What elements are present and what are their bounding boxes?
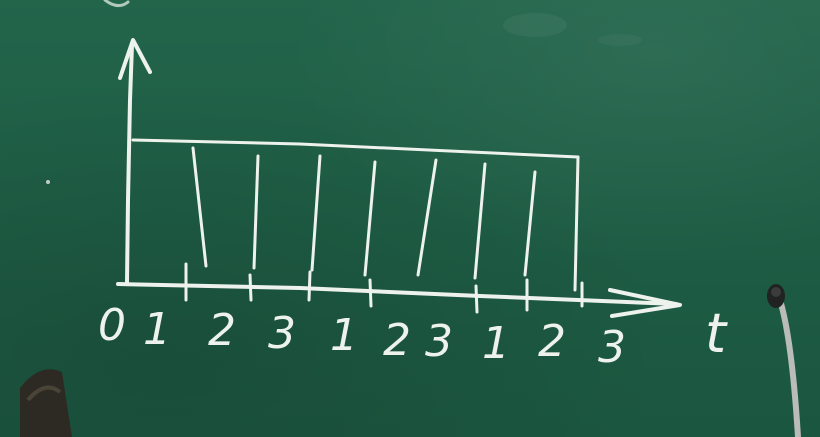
tick-label: 2 xyxy=(208,305,236,356)
microphone xyxy=(767,284,801,437)
partial-chalk-mark xyxy=(103,0,130,7)
horizontal-axis-arrowhead xyxy=(608,288,682,318)
eraser-smudge xyxy=(503,13,567,37)
top-boundary-line xyxy=(131,138,580,159)
tick-label: 1 xyxy=(482,318,510,369)
tick-label: 3 xyxy=(268,308,296,359)
chalk-dot xyxy=(46,180,50,184)
horizontal-axis xyxy=(116,282,678,306)
tick-label: 1 xyxy=(143,304,171,355)
vertical-axis-arrowhead xyxy=(118,38,152,80)
axis-ticks xyxy=(184,262,584,314)
tick-label: 1 xyxy=(330,310,358,361)
dark-object xyxy=(20,369,72,437)
tick-label: 2 xyxy=(383,315,411,366)
axis-variable-label: t xyxy=(705,302,728,365)
tick-labels: 0 1 2 3 1 2 3 1 2 3 xyxy=(98,300,626,373)
vertical-axis xyxy=(125,43,134,285)
tick-label: 3 xyxy=(598,322,626,373)
tick-label: 2 xyxy=(538,316,566,367)
interior-strokes xyxy=(191,146,537,280)
eraser-smudge xyxy=(598,34,642,46)
tick-label: 0 xyxy=(98,300,126,351)
tick-label: 3 xyxy=(425,316,453,367)
right-boundary-line xyxy=(573,155,580,292)
